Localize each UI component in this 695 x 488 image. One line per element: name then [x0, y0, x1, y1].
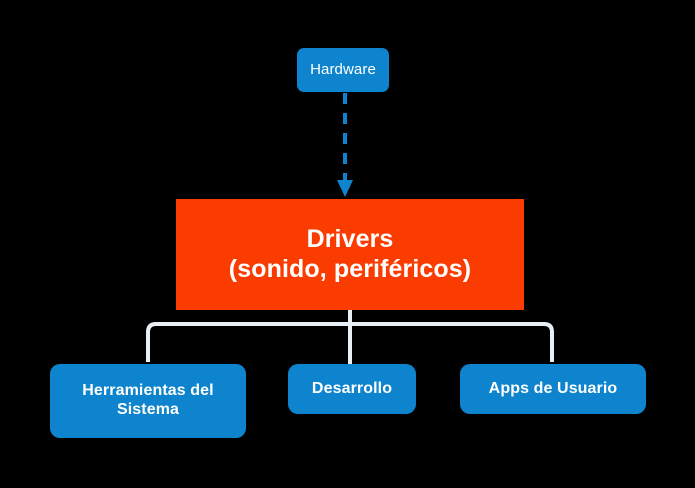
- node-drivers-label-line-1: Drivers: [306, 225, 394, 253]
- node-desarrollo-label: Desarrollo: [311, 379, 393, 397]
- node-herramientas-del-sistema[interactable]: Herramientas del Sistema: [50, 364, 246, 438]
- node-hardware-label: Hardware: [310, 61, 376, 79]
- node-drivers-label-line-2: (sonido, periféricos): [228, 254, 472, 283]
- tree-bus: [146, 322, 554, 362]
- node-herramientas-label-line-1: Herramientas del: [82, 382, 214, 400]
- edge-drivers-to-children: [146, 310, 554, 364]
- edge-hardware-to-drivers: [337, 93, 353, 197]
- node-drivers[interactable]: Drivers (sonido, periféricos): [176, 199, 524, 310]
- node-apps-label: Apps de Usuario: [488, 379, 618, 397]
- node-desarrollo[interactable]: Desarrollo: [288, 364, 416, 414]
- node-herramientas-label-line-2: Sistema: [116, 401, 180, 418]
- node-apps-de-usuario[interactable]: Apps de Usuario: [460, 364, 646, 414]
- arrowhead-down-icon: [337, 180, 353, 197]
- node-hardware[interactable]: Hardware: [297, 48, 389, 92]
